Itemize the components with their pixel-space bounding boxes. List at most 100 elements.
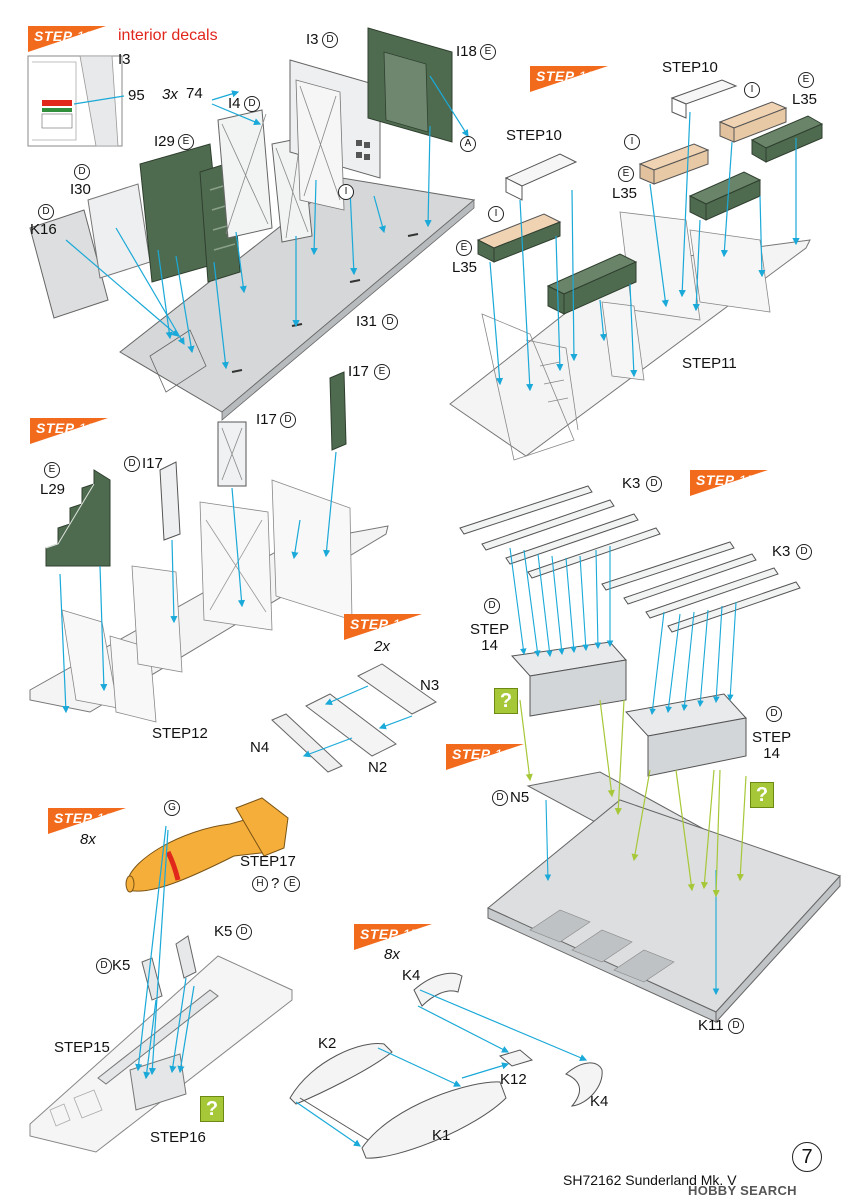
- label-k5-left: K5: [112, 957, 131, 974]
- step17-assembly: [289, 972, 603, 1159]
- paint-code-badge: G: [164, 800, 180, 817]
- paint-code-badge: I: [488, 206, 504, 223]
- paint-code-badge: D: [124, 456, 140, 473]
- step15-16-assembly: [459, 485, 841, 1024]
- paint-code-badge: E: [618, 166, 634, 183]
- paint-code-n5: D: [490, 790, 508, 807]
- paint-code-badge: D: [280, 412, 296, 429]
- step-number: 11: [76, 28, 92, 44]
- paint-code-k3-top: D: [644, 476, 662, 493]
- paint-code-k5-right: D: [234, 924, 252, 941]
- label-l35-top: L35: [792, 91, 818, 108]
- paint-code-i-tan-left: I: [486, 206, 504, 223]
- label-k4-top: K4: [402, 967, 421, 984]
- step-number: 15: [738, 472, 756, 488]
- help-icon: ?: [494, 688, 518, 714]
- paint-code-i29: E: [176, 134, 194, 151]
- label-step12: STEP12: [152, 725, 208, 742]
- label-l35-left: L35: [452, 259, 478, 276]
- label-i3: I3: [118, 51, 131, 68]
- paint-code-badge: I: [624, 134, 640, 151]
- label-k5-right: K5: [214, 923, 233, 940]
- part-k12: [498, 1049, 534, 1067]
- label-step15: STEP15: [54, 1039, 110, 1056]
- label-k2: K2: [318, 1035, 337, 1052]
- label-step10-left: STEP10: [506, 127, 562, 144]
- label-n4: N4: [250, 739, 270, 756]
- paint-code-badge: D: [484, 598, 500, 615]
- paint-code-i3: D: [320, 32, 338, 49]
- paint-code-step14-left: D: [482, 598, 500, 615]
- step-number: 17: [402, 926, 420, 942]
- label-l29: L29: [40, 481, 66, 498]
- paint-code-i30: D: [72, 164, 90, 181]
- panel-i17-thin: [159, 461, 181, 541]
- paint-code-badge: E: [480, 44, 496, 61]
- label-74: 74: [186, 85, 203, 102]
- label-i3-bulkhead: I3: [306, 31, 319, 48]
- label-n5: N5: [510, 789, 530, 806]
- paint-code-l35-top: E: [796, 72, 814, 89]
- paint-code-badge: D: [492, 790, 508, 807]
- paint-code-badge: D: [766, 706, 782, 723]
- label-n2: N2: [368, 759, 388, 776]
- label-step16: STEP16: [150, 1129, 206, 1146]
- paint-code-i17-thin: D: [122, 456, 140, 473]
- step18-assembly: [29, 797, 293, 1153]
- floor-k11: [487, 799, 841, 1013]
- step11-assembly: [27, 27, 476, 421]
- paint-code-badge: D: [236, 924, 252, 941]
- label-k3-top: K3: [622, 475, 641, 492]
- paint-code-badge: E: [374, 364, 390, 381]
- step-banner-15: STEP 15: [690, 470, 768, 496]
- label-i4: I4: [228, 95, 241, 112]
- paint-code-step14-right: D: [764, 706, 782, 723]
- paint-code-badge: D: [382, 314, 398, 331]
- step-word: STEP: [54, 810, 93, 826]
- paint-code-i-tan-mid: I: [622, 134, 640, 151]
- watermark: HOBBY SEARCH: [688, 1183, 797, 1198]
- bomb: [125, 797, 289, 893]
- label-step14-left: STEP 14: [470, 621, 510, 654]
- label-k3-right: K3: [772, 543, 791, 560]
- tray-step10-left: [504, 153, 578, 187]
- paint-code-badge: D: [796, 544, 812, 561]
- label-i29: I29: [154, 133, 175, 150]
- step-banner-14: STEP 14: [344, 614, 422, 640]
- paint-code-k16: D: [36, 204, 54, 221]
- label-n3: N3: [420, 677, 440, 694]
- paint-code-badge: I: [744, 82, 760, 99]
- label-i17-frame: I17: [256, 411, 277, 428]
- paint-code-a: A: [458, 136, 476, 153]
- paint-code-i-tan-top: I: [742, 82, 760, 99]
- step-word: STEP: [36, 420, 75, 436]
- paint-code-badge: D: [96, 958, 112, 975]
- qty-8x-step18: 8x: [80, 831, 96, 848]
- step-word: STEP: [350, 616, 389, 632]
- step-word: STEP: [696, 472, 735, 488]
- label-i18: I18: [456, 43, 477, 60]
- label-i30: I30: [70, 181, 91, 198]
- paint-code-i18: E: [478, 44, 496, 61]
- paint-code-badge: D: [646, 476, 662, 493]
- paint-code-badge: E: [798, 72, 814, 89]
- help-icon: ?: [200, 1096, 224, 1122]
- qty-8x-step17: 8x: [384, 946, 400, 963]
- panel-i17-green: [329, 371, 347, 451]
- floor-step16: [29, 955, 293, 1153]
- decal-inset: [27, 55, 125, 147]
- step-number: 18: [96, 810, 114, 826]
- step-number: 12: [578, 68, 596, 84]
- paint-code-badge: D: [74, 164, 90, 181]
- step-number: 16: [494, 746, 512, 762]
- paint-code-step17-group: H?E: [250, 875, 301, 893]
- paint-code-badge: D: [728, 1018, 744, 1035]
- paint-code-k5-left: D: [94, 958, 112, 975]
- paint-code-badge: H: [252, 876, 268, 893]
- step-word: STEP: [452, 746, 491, 762]
- step14-assembly: [271, 663, 437, 773]
- footer-title: SH72162 Sunderland Mk. V: [563, 1172, 737, 1188]
- label-95: 95: [128, 87, 145, 104]
- paint-code-unknown: ?: [271, 875, 280, 892]
